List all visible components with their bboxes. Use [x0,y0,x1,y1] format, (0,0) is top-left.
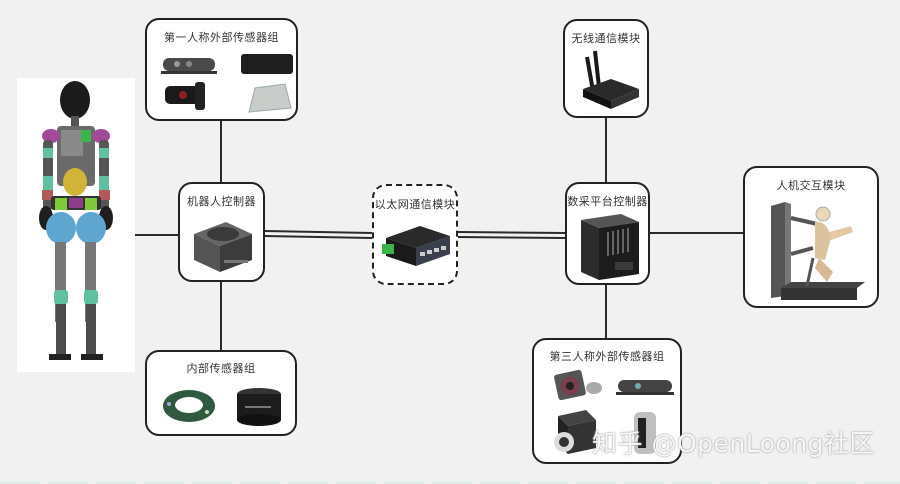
node-third-person-sensors: 第三人称外部传感器组 [532,338,682,464]
node-internal-sensors: 内部传感器组 [145,350,297,436]
link-controller-to-ethernet-a [264,230,373,234]
watermark: 知乎 @OpenLoong社区 [592,429,876,458]
teleoperation-rig-icon [771,202,865,300]
link-controller-to-ethernet-b [264,235,373,239]
industrial-pc-icon [581,214,639,280]
internal-sensor-devices [163,388,281,426]
laser-scanner-icon [634,412,656,454]
node-title: 人机交互模块 [776,179,846,192]
node-title: 内部传感器组 [186,362,256,375]
camera-module-icon [165,82,205,110]
node-first-person-sensors: 第一人称外部传感器组 [145,18,298,121]
tactile-sensor-icon [248,83,292,113]
torque-sensor-icon [237,388,281,426]
controller-box-icon [194,222,252,272]
node-title: 第三人称外部传感器组 [549,350,665,363]
depth-camera-icon [161,58,217,74]
node-title: 无线通信模块 [571,32,641,45]
humanoid-robot-icon [39,81,113,360]
node-title: 数采平台控制器 [567,195,648,208]
node-wireless-module: 无线通信模块 [563,19,649,118]
machine-vision-camera-icon [554,410,596,454]
first-person-sensor-devices [161,54,293,113]
node-robot-controller: 机器人控制器 [178,182,265,282]
humanoid-robot-image [17,78,135,372]
industrial-camera-icon [554,369,602,401]
wireless-router-icon [583,50,639,109]
third-person-sensor-devices [554,369,674,454]
link-ethernet-to-dataplatform-a [457,231,566,234]
node-title: 第一人称外部传感器组 [164,31,279,44]
node-hmi-module: 人机交互模块 [743,166,879,308]
ethernet-switch-icon [382,226,450,266]
node-title: 机器人控制器 [187,195,256,208]
encoder-ring-icon [163,390,215,422]
link-ethernet-to-dataplatform-b [457,236,566,239]
depth-camera-icon [616,380,674,395]
bottom-strip [0,481,900,484]
node-title: 以太网通信模块 [374,198,456,211]
node-ethernet-module: 以太网通信模块 [372,184,458,285]
node-data-platform-controller: 数采平台控制器 [565,182,650,285]
lidar-box-icon [241,54,293,74]
